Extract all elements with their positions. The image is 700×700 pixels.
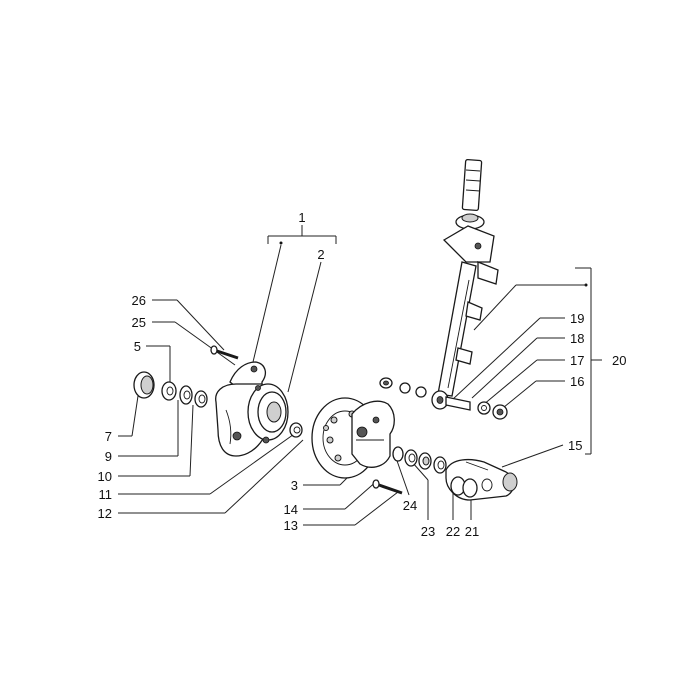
part-15-link-arm [445,458,518,501]
bracket-group-1 [267,225,337,245]
callout-20: 20 [612,353,626,368]
callout-13: 13 [284,518,298,533]
callout-16: 16 [570,374,584,389]
callout-23: 23 [421,524,435,539]
part-9-nut [161,381,177,401]
part-bearing-small [194,390,208,408]
part-11-spacer [289,422,303,438]
callout-14: 14 [284,502,298,517]
part-fork-assembly [431,158,499,411]
callout-21: 21 [465,524,479,539]
part-24-washer [392,446,404,462]
callout-19: 19 [570,311,584,326]
callout-2: 2 [317,247,324,262]
callout-5: 5 [134,339,141,354]
callout-3: 3 [291,478,298,493]
part-16-nut [492,404,508,420]
callout-1: 1 [298,210,305,225]
callout-11: 11 [99,487,113,502]
part-fork-washer-b [399,382,411,394]
part-3-caliper [351,400,395,468]
bracket-group-20 [575,267,602,455]
leader-lines [118,244,586,526]
callout-26: 26 [132,293,146,308]
part-bearing-right [418,452,432,470]
callout-15: 15 [568,438,582,453]
callout-25: 25 [132,315,146,330]
callout-17: 17 [570,353,584,368]
part-10-washer [179,385,193,405]
callout-10: 10 [98,469,112,484]
callout-7: 7 [105,429,112,444]
part-fork-washer-a [379,377,393,389]
part-13-14-bolt [372,479,403,495]
callout-18: 18 [570,331,584,346]
part-fork-washer-c [415,386,427,398]
part-17-washer [477,401,491,415]
part-23-seal [404,449,418,467]
callout-12: 12 [98,506,112,521]
part-2-hub [247,383,289,444]
part-7-cap [133,371,155,399]
part-ring-right [433,456,447,474]
callout-9: 9 [105,449,112,464]
part-26-bolt [210,345,239,360]
callout-24: 24 [403,498,417,513]
callout-22: 22 [446,524,460,539]
